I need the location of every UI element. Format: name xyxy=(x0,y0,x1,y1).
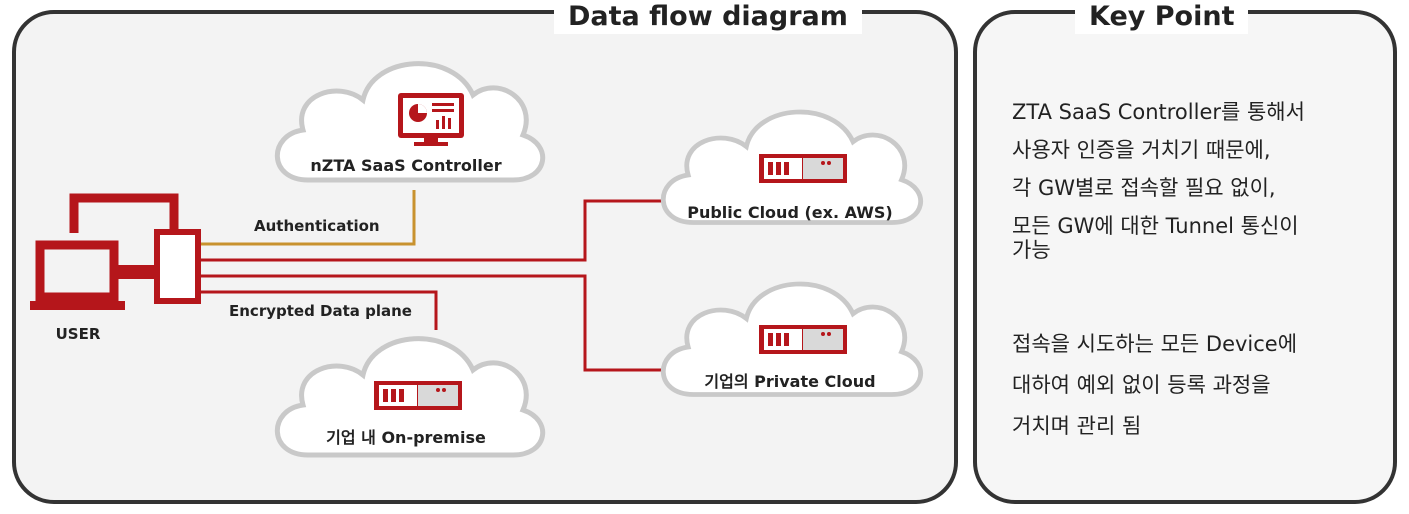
monitor-dashboard-icon xyxy=(398,93,464,146)
link-label-authentication: Authentication xyxy=(254,217,380,235)
node-label-controller: nZTA SaaS Controller xyxy=(310,156,501,175)
gateway-server-icon xyxy=(759,325,847,354)
key-point-line: 모든 GW에 대한 Tunnel 통신이 xyxy=(1012,214,1299,238)
key-point-line: 각 GW별로 접속할 필요 없이, xyxy=(1012,176,1276,200)
line-to-private-cloud xyxy=(200,274,662,372)
line-to-on-premise xyxy=(200,290,438,330)
node-label-on-premise: 기업 내 On-premise xyxy=(326,428,486,447)
key-point-paragraph-1: ZTA SaaS Controller를 통해서 사용자 인증을 거치기 때문에… xyxy=(1012,93,1352,269)
node-label-user: USER xyxy=(56,325,101,343)
key-point-line: 거치며 관리 됨 xyxy=(1012,414,1142,438)
gateway-server-icon xyxy=(759,154,847,183)
key-point-line: 가능 xyxy=(1012,238,1051,262)
key-point-line: ZTA SaaS Controller를 통해서 xyxy=(1012,100,1305,124)
line-to-public-cloud xyxy=(200,199,662,262)
key-point-paragraph-2: 접속을 시도하는 모든 Device에 대하여 예외 없이 등록 과정을 거치며… xyxy=(1012,325,1352,445)
link-label-data-plane: Encrypted Data plane xyxy=(229,302,412,320)
node-label-private-cloud: 기업의 Private Cloud xyxy=(704,372,875,391)
user-computer-icon xyxy=(30,193,201,310)
key-point-line: 대하여 예외 없이 등록 과정을 xyxy=(1012,373,1271,397)
gateway-server-icon xyxy=(374,381,462,410)
key-point-line: 사용자 인증을 거치기 때문에, xyxy=(1012,138,1271,162)
auth-line xyxy=(200,190,416,246)
node-label-public-cloud: Public Cloud (ex. AWS) xyxy=(687,203,893,222)
key-point-panel: Key Point xyxy=(973,0,1397,504)
connection-lines xyxy=(200,190,662,372)
key-point-line: 접속을 시도하는 모든 Device에 xyxy=(1012,332,1298,356)
diagram-title: Data flow diagram xyxy=(554,0,862,34)
key-point-title: Key Point xyxy=(1075,0,1249,34)
